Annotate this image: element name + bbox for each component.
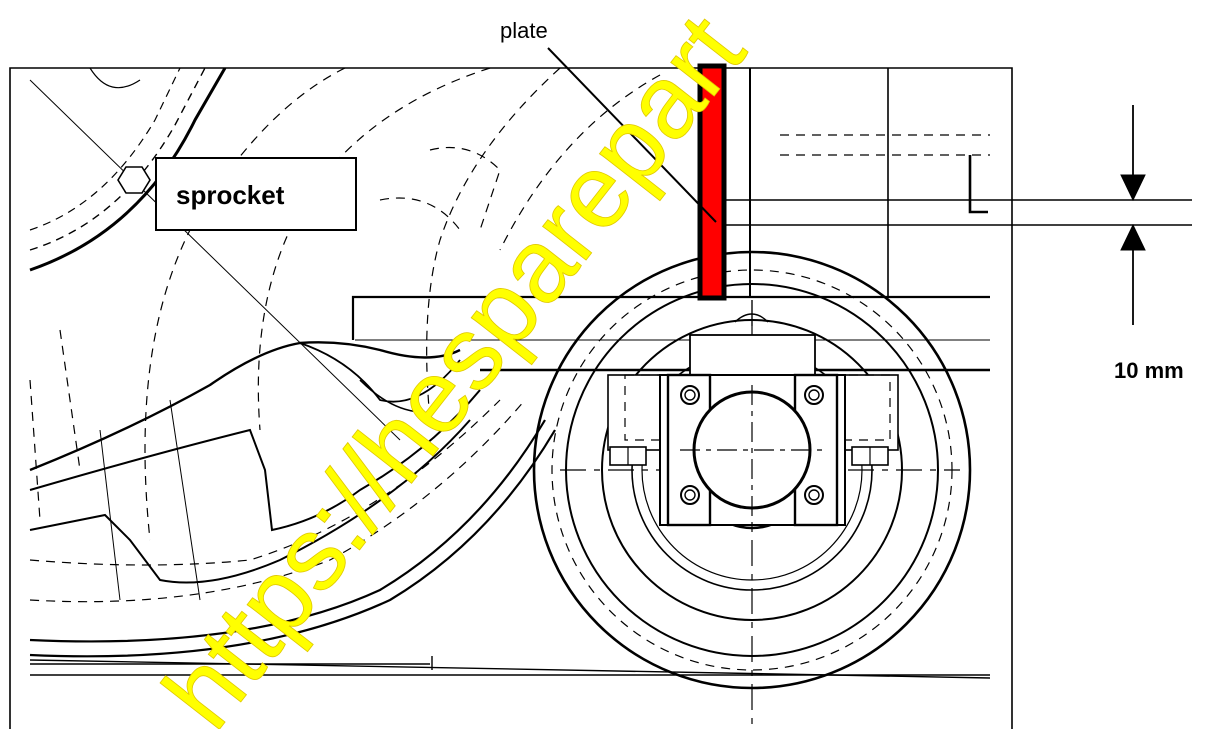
- dimension-label: 10 mm: [1114, 358, 1184, 383]
- plate-leader-line: [547, 47, 717, 223]
- sprocket-label-box: [155, 157, 357, 231]
- plate-highlight: [697, 63, 727, 301]
- dimension-arrow-down-icon: [1120, 174, 1146, 202]
- sprocket-centre-line: [29, 79, 401, 441]
- watermark-text: https://hesparepart: [142, 0, 767, 729]
- sprocket-outline: [29, 68, 227, 272]
- dimension-lines: [1012, 105, 1192, 325]
- bearing-housing: [607, 300, 899, 527]
- bolt-hex-icon: [117, 166, 151, 194]
- drawing-frame: [9, 67, 1013, 729]
- sprocket-label: sprocket: [176, 180, 285, 210]
- dimension-arrow-up-icon: [1120, 223, 1146, 251]
- sprocket-teeth: [29, 341, 556, 658]
- plate-label: plate: [500, 18, 548, 43]
